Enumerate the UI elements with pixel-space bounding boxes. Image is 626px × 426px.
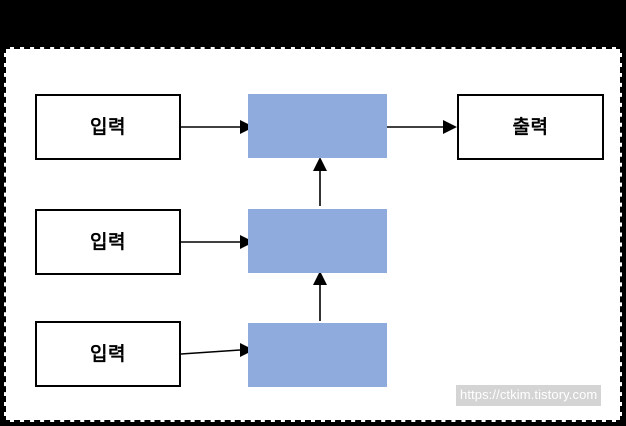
process-box-1[interactable] (248, 94, 387, 158)
edge-process1-to-output1 (387, 120, 457, 134)
process-box-2[interactable] (248, 209, 387, 273)
watermark-url: https://ctkim.tistory.com (456, 385, 602, 406)
edge-process2-to-process1 (313, 157, 327, 206)
input-box-3-label: 입력 (90, 343, 126, 365)
edge-input3-to-process3 (180, 343, 254, 357)
input-box-1-label: 입력 (90, 116, 126, 138)
process-box-3[interactable] (248, 323, 387, 387)
output-box-1-label: 출력 (512, 116, 549, 138)
input-box-3[interactable]: 입력 (35, 321, 181, 387)
diagram-canvas: 입력 출력 입력 입력 https://ctkim.tistory.com (4, 47, 622, 422)
input-box-2[interactable]: 입력 (35, 209, 181, 275)
edge-input2-to-process2 (181, 235, 254, 249)
edge-input1-to-process1 (181, 120, 254, 134)
edge-process3-to-process2 (313, 271, 327, 321)
input-box-1[interactable]: 입력 (35, 94, 181, 160)
output-box-1[interactable]: 출력 (457, 94, 604, 160)
input-box-2-label: 입력 (90, 231, 126, 253)
